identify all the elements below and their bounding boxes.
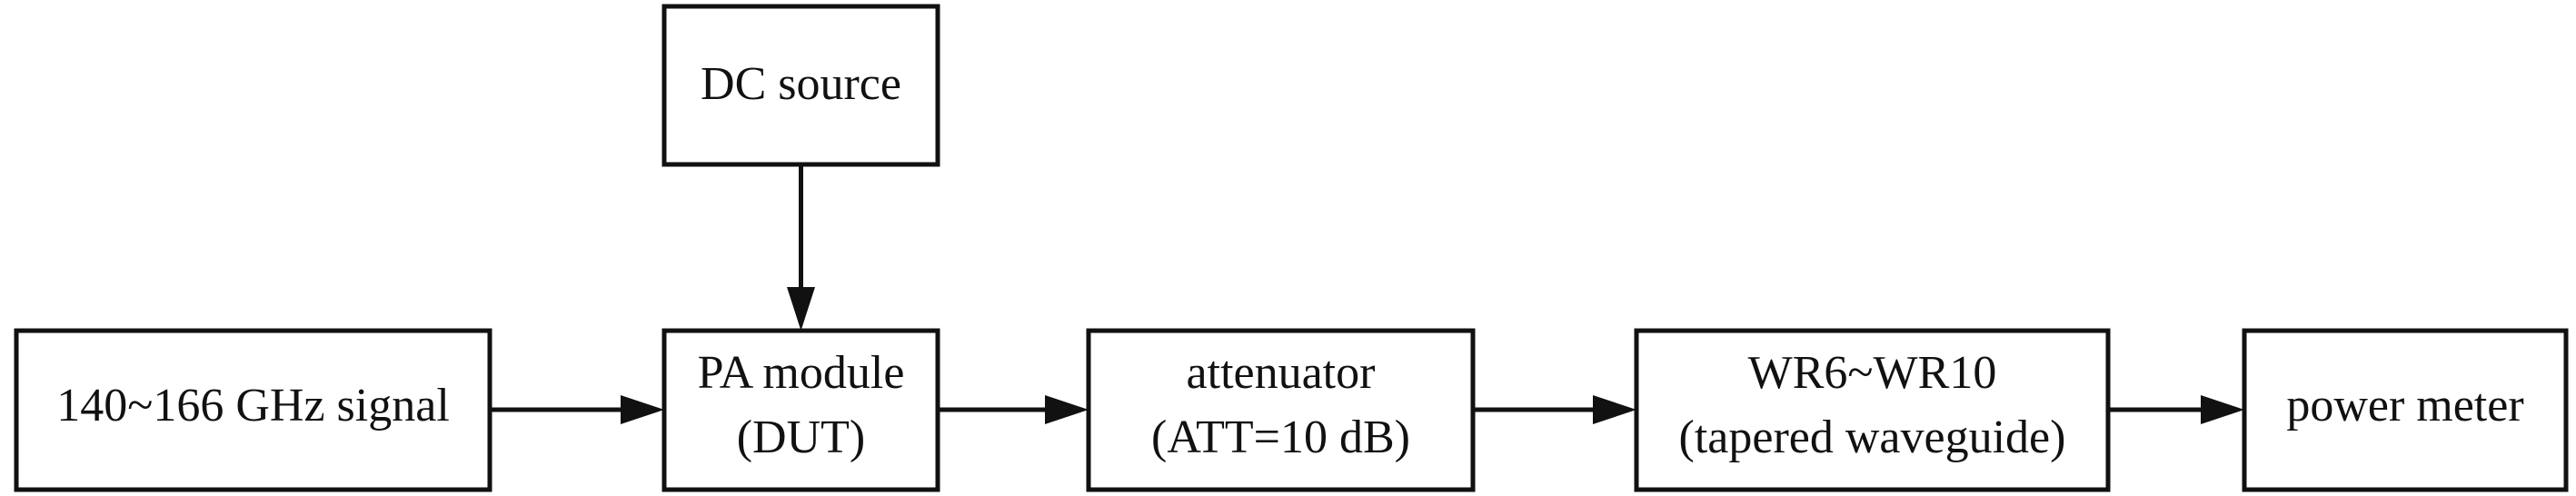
- dc-source-block: DC source: [661, 4, 940, 167]
- dc-source-label: DC source: [701, 58, 901, 110]
- pa-module-label-line1: PA module: [698, 347, 905, 399]
- waveguide-box: [1634, 328, 2111, 492]
- arrow-signal-to-pa: [490, 395, 664, 424]
- arrowhead-down-icon: [787, 287, 815, 331]
- arrowhead-right-icon: [621, 395, 664, 424]
- pa-module-label-line2: (DUT): [737, 412, 866, 463]
- dc-source-box: [661, 4, 940, 167]
- signal-source-label: 140~166 GHz signal: [56, 380, 450, 432]
- attenuator-block: attenuator (ATT=10 dB): [1086, 328, 1476, 492]
- arrowhead-right-icon: [2201, 395, 2244, 424]
- arrowhead-right-icon: [1593, 395, 1636, 424]
- waveguide-label-line2: (tapered waveguide): [1679, 412, 2066, 463]
- power-meter-box: [2242, 328, 2569, 492]
- arrow-attenuator-to-waveguide: [1473, 395, 1636, 424]
- arrowhead-right-icon: [1045, 395, 1089, 424]
- waveguide-label-line1: WR6~WR10: [1748, 347, 1997, 399]
- signal-source-block: 140~166 GHz signal: [14, 328, 492, 492]
- signal-source-box: [14, 328, 492, 492]
- waveguide-block: WR6~WR10 (tapered waveguide): [1634, 328, 2111, 492]
- arrow-dc-to-pa: [787, 164, 815, 331]
- pa-module-block: PA module (DUT): [661, 328, 940, 492]
- power-meter-block: power meter: [2242, 328, 2569, 492]
- arrow-pa-to-attenuator: [938, 395, 1089, 424]
- attenuator-label-line2: (ATT=10 dB): [1151, 412, 1410, 463]
- power-meter-label: power meter: [2286, 380, 2523, 432]
- arrow-waveguide-to-power-meter: [2108, 395, 2244, 424]
- attenuator-label-line1: attenuator: [1187, 347, 1376, 399]
